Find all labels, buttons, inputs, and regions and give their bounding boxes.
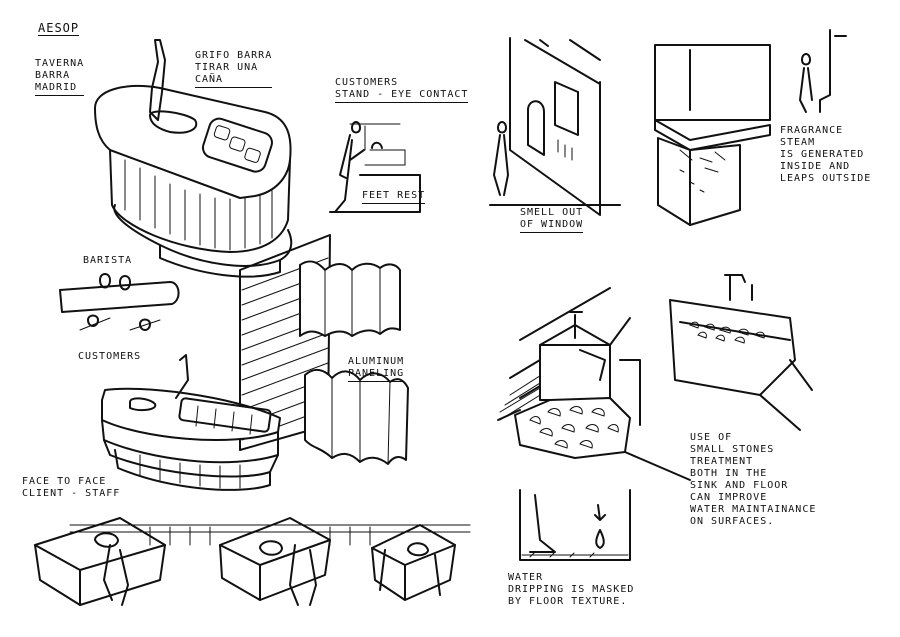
barista-plan [59,273,180,331]
stones-label: USE OF SMALL STONES TREATMENT BOTH IN TH… [690,432,817,527]
bar-counter-secondary [101,354,281,491]
aluminum-panel-wavy [299,260,409,465]
barista-label: BARISTA [83,255,133,266]
steam-label: FRAGRANCE STEAM IS GENERATED INSIDE AND … [780,125,872,184]
project-title: AESOP [38,21,80,36]
customer-standing-sketch [329,121,421,213]
water-label: WATER DRIPPING IS MASKED BY FLOOR TEXTUR… [508,572,635,607]
stone-sink-block [669,274,813,431]
smell-label: SMELL OUT OF WINDOW [520,207,584,233]
face-to-face-label: FACE TO FACE CLIENT - STAFF [22,476,121,499]
street-window-sketch [489,37,621,216]
water-drip-sketch [519,489,631,561]
project-subtitle: TAVERNA BARRA MADRID [35,58,85,96]
stone-floor-sketch [497,287,691,481]
aluminum-label: ALUMINUM PANELING [348,356,405,382]
customers-stand-label: CUSTOMERS STAND - EYE CONTACT [335,77,469,103]
tap-label: GRIFO BARRA TIRAR UNA CAÑA [195,50,273,88]
customers-label: CUSTOMERS [78,351,142,362]
bar-counter-main [94,39,293,278]
face-to-face-counters [34,517,471,606]
steam-box-sketch [654,29,847,226]
feet-rest-label: FEET REST [362,190,426,204]
